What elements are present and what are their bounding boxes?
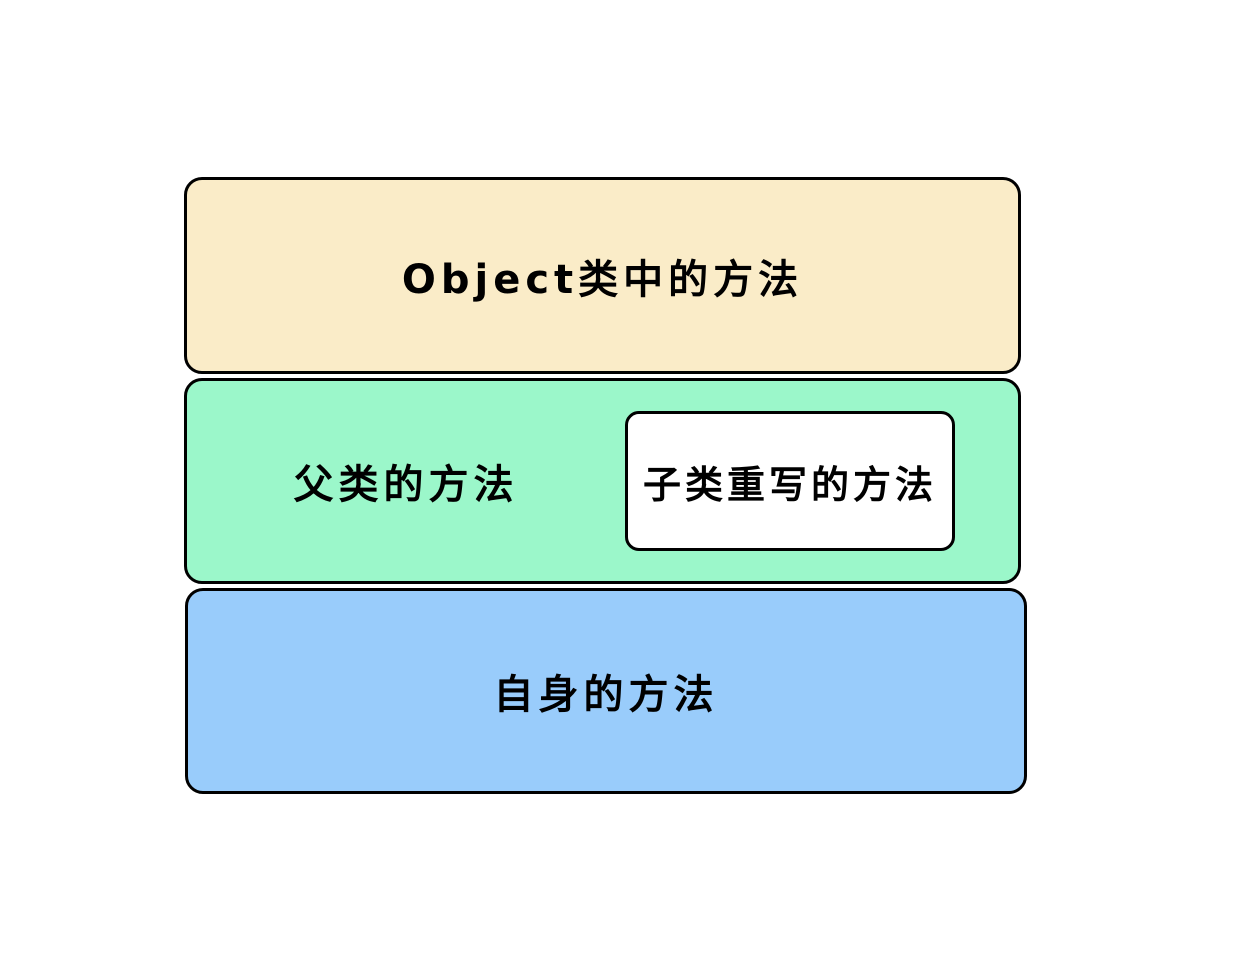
subclass-overridden-methods-box: 子类重写的方法	[625, 411, 955, 551]
self-methods-label: 自身的方法	[493, 672, 719, 718]
layer-self-methods: 自身的方法	[185, 588, 1027, 794]
layer-parent-methods: 父类的方法 子类重写的方法	[184, 378, 1021, 584]
object-methods-label: Object类中的方法	[401, 256, 804, 303]
parent-methods-label: 父类的方法	[293, 462, 519, 508]
layer-object-methods: Object类中的方法	[184, 177, 1021, 374]
parent-methods-label-area: 父类的方法	[187, 381, 625, 581]
subclass-overridden-methods-label: 子类重写的方法	[642, 462, 937, 507]
